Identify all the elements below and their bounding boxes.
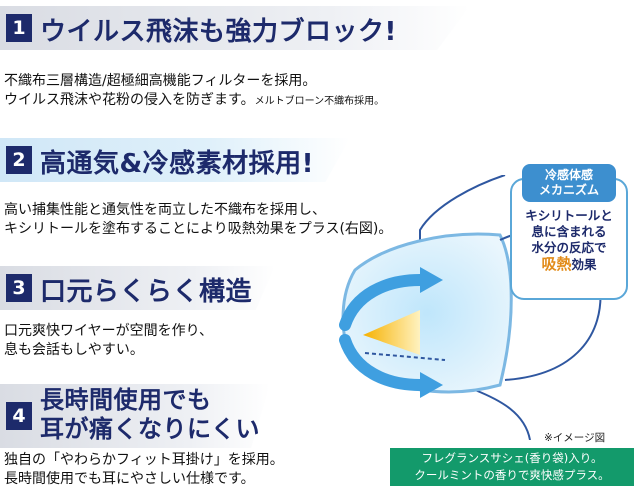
title-line: 長時間使用でも (40, 386, 212, 414)
title-line: 耳が痛くなりにくい (40, 415, 261, 443)
text-line: 高い捕集性能と通気性を両立した不織布を採用し、 (4, 202, 326, 218)
callout-header-line: 冷感体感 (544, 168, 593, 182)
banner-background (0, 138, 350, 182)
section-2-text: 高い捕集性能と通気性を両立した不織布を採用し、 キシリトールを塗布することにより… (4, 201, 392, 239)
callout-body: キシリトールと 息に含まれる 水分の反応で 吸熱効果 (512, 202, 626, 273)
mask-illustration (339, 175, 602, 440)
breath-line (364, 352, 446, 361)
section-title: 口元らくらく構造 (40, 277, 253, 307)
arrow-head-icon (420, 372, 443, 398)
text-line: 独自の「やわらかフィット耳掛け」を採用。 (4, 452, 284, 468)
heat-area (363, 310, 420, 355)
section-title: ウイルス飛沫も強力ブロック! (40, 17, 397, 47)
airflow-arrow-in (339, 274, 426, 331)
section-1-text: 不織布三層構造/超極細高機能フィルターを採用。 ウイルス飛沫や花粉の侵入を防ぎま… (4, 72, 384, 111)
section-4-text: 独自の「やわらかフィット耳掛け」を採用。 長時間使用でも耳にやさしい仕様です。 (4, 451, 284, 489)
text-line: 長時間使用でも耳にやさしい仕様です。 (4, 471, 255, 487)
arrow-head-icon (420, 267, 443, 293)
section-title: 長時間使用でも 耳が痛くなりにくい (40, 386, 260, 444)
section-3-banner: 3 口元らくらく構造 (0, 266, 275, 310)
section-number: 4 (6, 402, 32, 430)
text-line: 息も会話もしやすい。 (4, 342, 144, 358)
callout-suffix: 効果 (571, 257, 597, 272)
callout-line: キシリトールと (525, 208, 613, 223)
text-line: キシリトールを塗布することにより吸熱効果をプラス(右図)。 (4, 221, 393, 237)
section-number: 3 (6, 274, 32, 302)
fragrance-line: クールミントの香りで爽快感プラス。 (414, 468, 610, 482)
text-line: 不織布三層構造/超極細高機能フィルターを採用。 (4, 73, 317, 89)
cooling-mechanism-callout: 冷感体感 メカニズム キシリトールと 息に含まれる 水分の反応で 吸熱効果 (510, 164, 628, 300)
fragrance-line: フレグランスサシェ(香り袋)入り。 (421, 451, 603, 465)
callout-line: 水分の反応で (531, 240, 607, 255)
heat-absorption-word: 吸熱 (541, 255, 572, 273)
fragrance-info-box: フレグランスサシェ(香り袋)入り。 クールミントの香りで爽快感プラス。 (390, 448, 634, 486)
section-title: 高通気&冷感素材採用! (40, 149, 315, 179)
section-2-banner: 2 高通気&冷感素材採用! (0, 138, 350, 182)
banner-background (0, 266, 275, 310)
section-number: 1 (6, 14, 32, 42)
banner-background (0, 6, 470, 50)
callout-header: 冷感体感 メカニズム (522, 164, 616, 202)
callout-line: 息に含まれる (531, 224, 607, 239)
text-line: 口元爽快ワイヤーが空間を作り、 (4, 323, 214, 339)
airflow-arrow-out (339, 334, 426, 391)
section-4-banner: 4 長時間使用でも 耳が痛くなりにくい (0, 384, 270, 448)
image-note: ※イメージ図 (544, 432, 606, 444)
text-line-2: ウイルス飛沫や花粉の侵入を防ぎます。メルトブローン不織布採用。 (4, 91, 384, 111)
banner-background (0, 384, 270, 448)
section-3-text: 口元爽快ワイヤーが空間を作り、 息も会話もしやすい。 (4, 322, 213, 360)
callout-line: 吸熱効果 (512, 256, 626, 273)
callout-header-line: メカニズム (538, 183, 599, 197)
section-1-banner: 1 ウイルス飛沫も強力ブロック! (0, 6, 470, 50)
text-small-note: メルトブローン不織布採用。 (254, 96, 385, 107)
section-number: 2 (6, 146, 32, 174)
text-line: ウイルス飛沫や花粉の侵入を防ぎます。 (4, 92, 255, 108)
